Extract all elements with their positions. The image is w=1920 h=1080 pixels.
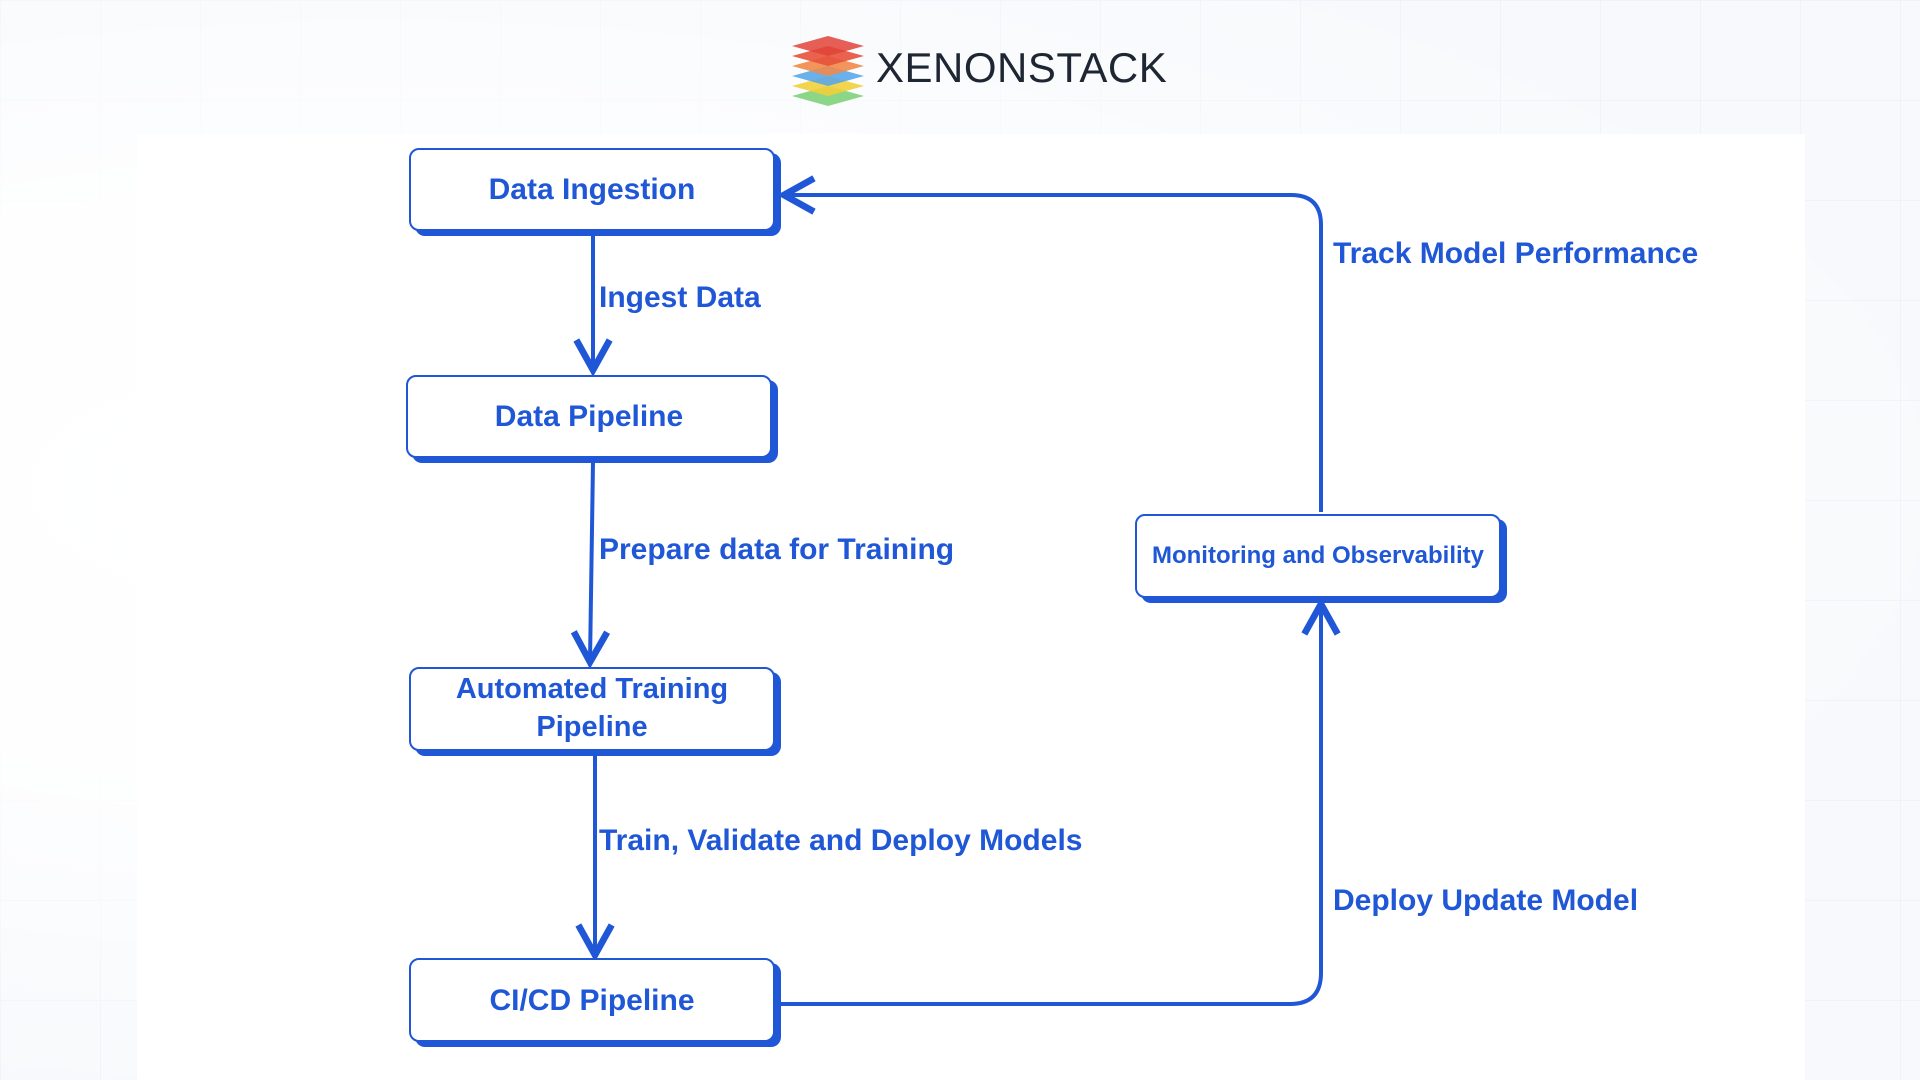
edge-label-prepare-data: Prepare data for Training [599, 533, 955, 566]
node-data-ingestion: Data Ingestion [409, 148, 775, 231]
diagram-panel [137, 134, 1805, 1080]
node-monitoring-observability: Monitoring and Observability [1135, 514, 1501, 598]
edge-label-track-model-performance: Track Model Performance [1333, 237, 1699, 270]
edge-label-train-validate-deploy: Train, Validate and Deploy Models [599, 824, 1083, 857]
edge-label-ingest-data: Ingest Data [599, 281, 761, 314]
node-data-pipeline-label: Data Pipeline [494, 400, 684, 433]
edge-prepare-data [590, 461, 593, 662]
node-monitoring-label: Monitoring and Observability [1151, 542, 1485, 570]
node-cicd-pipeline: CI/CD Pipeline [409, 958, 775, 1042]
edge-track-model-performance [784, 195, 1323, 512]
node-data-pipeline: Data Pipeline [406, 375, 772, 458]
node-automated-training-pipeline: Automated Training Pipeline [409, 667, 775, 751]
brand-logo: XENONSTACK [788, 26, 1167, 110]
logo-text: XENONSTACK [876, 44, 1168, 91]
node-automated-training-label-line2: Pipeline [536, 711, 648, 743]
node-automated-training-label-line1: Automated Training [455, 673, 729, 706]
stacked-layers-icon [792, 36, 864, 106]
edge-deploy-update-model [780, 604, 1321, 1006]
node-data-ingestion-label: Data Ingestion [488, 173, 696, 206]
node-cicd-pipeline-label: CI/CD Pipeline [489, 983, 695, 1017]
edge-label-deploy-update-model: Deploy Update Model [1333, 884, 1639, 917]
